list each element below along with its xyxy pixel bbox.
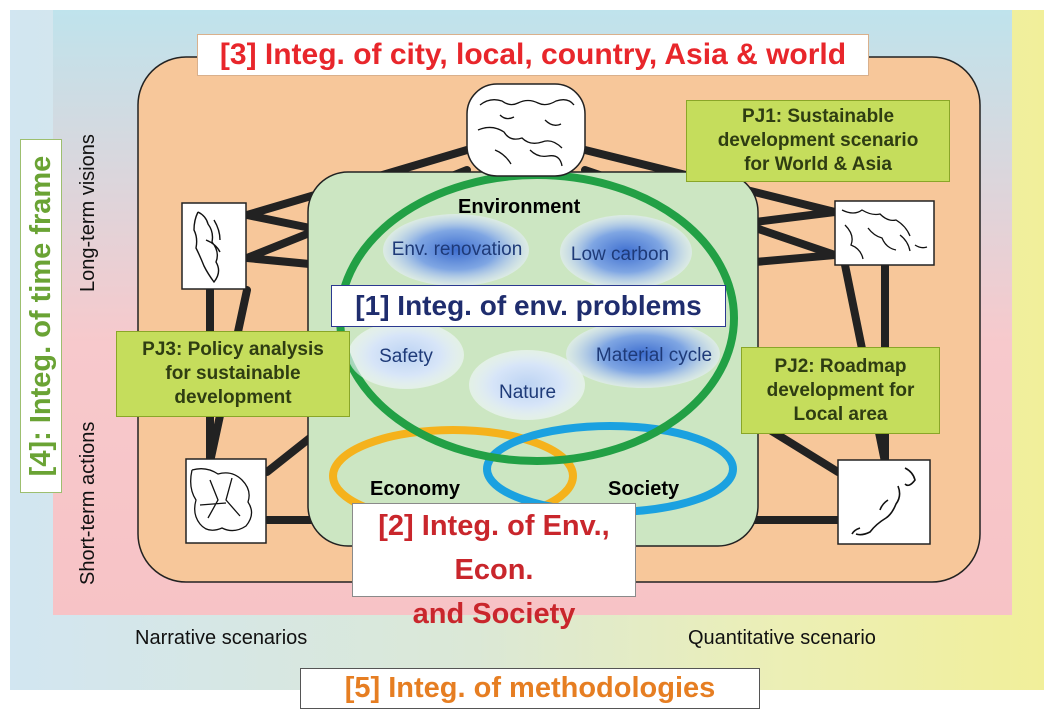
env-problems-title: [1] Integ. of env. problems [331, 285, 726, 327]
title2-line1: [2] Integ. of Env., Econ. [378, 510, 610, 586]
nature-blob [469, 350, 585, 420]
pj3-line3: development [174, 387, 292, 408]
low-carbon-blob [560, 215, 692, 289]
pj2-line1: PJ2: Roadmap [774, 355, 907, 377]
spatial-integration-title: [3] Integ. of city, local, country, Asia… [197, 34, 869, 76]
society-label: Society [608, 478, 680, 500]
methodologies-title: [5] Integ. of methodologies [300, 668, 760, 709]
low-carbon-label: Low carbon [570, 244, 670, 265]
env-renovation-blob [383, 214, 529, 286]
economy-label: Economy [370, 478, 461, 500]
pj1-line2: development scenario [717, 130, 919, 151]
title2-line2: and Society [412, 598, 576, 630]
pj3-box: PJ3: Policy analysis for sustainable dev… [116, 331, 350, 417]
pj1-line1: PJ1: Sustainable [741, 106, 895, 127]
japan-map-icon [837, 459, 931, 545]
pj1-box: PJ1: Sustainable development scenario fo… [686, 100, 950, 182]
material-cycle-blob [566, 320, 720, 388]
environment-label: Environment [458, 196, 581, 218]
short-term-label: Short-term actions [77, 421, 99, 585]
pj3-line1: PJ3: Policy analysis [142, 339, 324, 360]
regional-map-icon [181, 202, 247, 290]
quantitative-label: Quantitative scenario [688, 627, 876, 649]
pj3-line2: for sustainable [165, 363, 301, 384]
pj2-line3: Local area [793, 403, 888, 425]
world-map-icon [466, 83, 586, 177]
material-cycle-label: Material cycle [595, 345, 713, 366]
pj1-line3: for World & Asia [744, 154, 892, 175]
safety-label: Safety [379, 346, 433, 367]
time-frame-title: [4]: Integ. of time frame [20, 139, 62, 493]
narrative-label: Narrative scenarios [135, 627, 308, 649]
safety-blob [348, 321, 464, 389]
prefecture-map-icon [185, 458, 267, 544]
asia-map-icon [834, 200, 935, 266]
pj2-line2: development for [766, 379, 915, 401]
nature-label: Nature [498, 382, 557, 403]
pj2-box: PJ2: Roadmap development for Local area [741, 347, 940, 434]
env-econ-society-title: [2] Integ. of Env., Econ. and Society [352, 503, 636, 630]
env-renovation-label: Env. renovation [391, 239, 523, 260]
long-term-label: Long-term visions [77, 134, 99, 292]
